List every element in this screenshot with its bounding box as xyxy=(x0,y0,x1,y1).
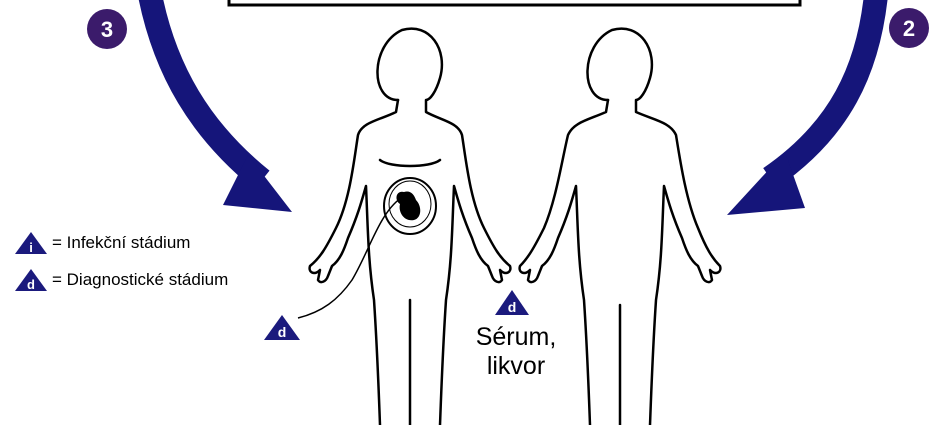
sample-label-line-2: likvor xyxy=(466,352,566,381)
legend-item-diagnostic: d = Diagnostické stádium xyxy=(14,268,228,292)
top-frame xyxy=(229,0,800,5)
step-badge-2-number: 2 xyxy=(903,16,915,41)
diagnostic-marker-serum: d xyxy=(495,290,529,315)
legend-item-infective-label: = Infekční stádium xyxy=(52,233,190,253)
legend-item-infective: i = Infekční stádium xyxy=(14,231,190,255)
legend-item-diagnostic-label: = Diagnostické stádium xyxy=(52,270,228,290)
step-badge-2: 2 xyxy=(889,8,929,48)
diagnostic-marker-fetus-letter: d xyxy=(278,324,287,340)
transmission-arrow-left xyxy=(150,0,292,212)
diagnostic-stage-icon: d xyxy=(14,268,48,292)
sample-label-line-1: Sérum, xyxy=(466,323,566,352)
step-badge-3: 3 xyxy=(87,9,127,49)
diagnostic-marker-fetus: d xyxy=(264,315,300,340)
infective-stage-icon: i xyxy=(14,231,48,255)
sample-label: Sérum, likvor xyxy=(466,323,566,381)
diagnostic-marker-serum-letter: d xyxy=(508,299,517,315)
legend-item-infective-letter: i xyxy=(29,240,33,255)
legend-item-diagnostic-letter: d xyxy=(27,277,35,292)
step-badge-3-number: 3 xyxy=(101,17,113,42)
transmission-arrow-right xyxy=(727,0,876,215)
